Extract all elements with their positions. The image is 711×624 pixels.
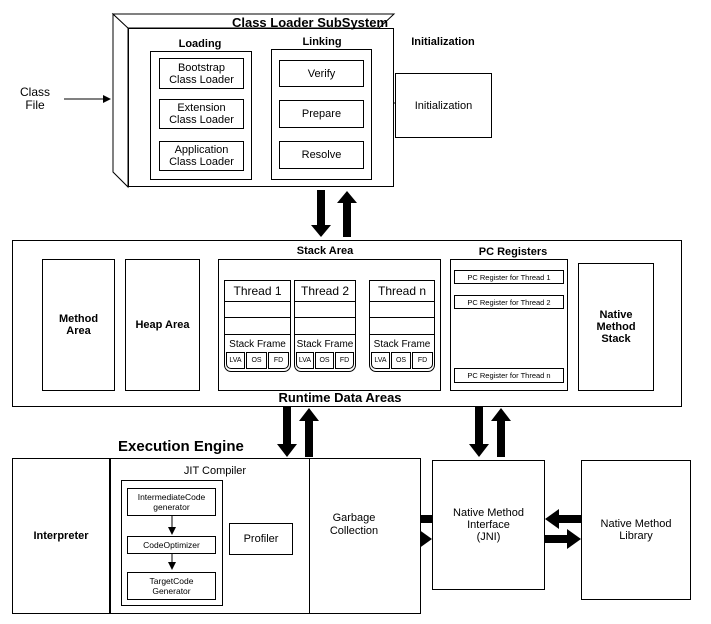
jni-library-arrows <box>545 509 581 549</box>
jit-compiler-title: JIT Compiler <box>183 465 247 477</box>
stack-frame-label: Stack Frame <box>229 339 286 350</box>
loading-title: Loading <box>178 38 222 50</box>
runtime-jni-arrows <box>469 407 511 457</box>
native-method-library: Native Method Library <box>581 460 691 600</box>
initialization-title: Initialization <box>411 36 475 48</box>
stack-divider <box>294 334 356 335</box>
initialization-box: Initialization <box>395 73 492 138</box>
stack-frame-label: Stack Frame <box>373 339 431 350</box>
class-file-label: Class File <box>19 85 50 112</box>
stack-divider <box>294 317 356 318</box>
stack-divider <box>369 317 435 318</box>
thread-1-label: Thread 1 <box>233 284 282 298</box>
native-method-interface-jni: Native Method Interface (JNI) <box>432 460 545 590</box>
fd-cell: FD <box>335 352 354 369</box>
stack-divider <box>224 301 291 302</box>
execution-engine-title: Execution Engine <box>118 438 244 455</box>
pc-register-thread-2: PC Register for Thread 2 <box>454 295 564 309</box>
loader-runtime-arrows <box>311 190 357 237</box>
pc-registers-title: PC Registers <box>478 246 548 258</box>
lva-cell: LVA <box>296 352 314 369</box>
intermediate-code-generator: IntermediateCode generator <box>127 488 216 516</box>
method-area: Method Area <box>42 259 115 391</box>
stack-frame-label: Stack Frame <box>296 339 354 350</box>
stack-divider <box>369 301 435 302</box>
thread-2-label: Thread 2 <box>300 284 350 298</box>
interpreter: Interpreter <box>12 458 110 614</box>
lva-cell: LVA <box>226 352 245 369</box>
application-class-loader: Application Class Loader <box>159 141 244 171</box>
fd-cell: FD <box>268 352 289 369</box>
class-loader-title: Class Loader SubSystem <box>231 15 389 30</box>
stack-divider <box>224 317 291 318</box>
pc-register-thread-1: PC Register for Thread 1 <box>454 270 564 284</box>
os-cell: OS <box>391 352 411 369</box>
thread-n-label: Thread n <box>377 284 427 298</box>
os-cell: OS <box>315 352 334 369</box>
bootstrap-class-loader: Bootstrap Class Loader <box>159 58 244 89</box>
pc-register-thread-n: PC Register for Thread n <box>454 368 564 383</box>
code-optimizer: CodeOptimizer <box>127 536 216 554</box>
extension-class-loader: Extension Class Loader <box>159 99 244 129</box>
os-cell: OS <box>246 352 267 369</box>
stack-divider <box>224 334 291 335</box>
runtime-execution-arrows <box>277 407 319 457</box>
resolve-step: Resolve <box>279 141 364 169</box>
stack-area-title: Stack Area <box>296 245 354 257</box>
native-method-stack: Native Method Stack <box>578 263 654 391</box>
stack-divider <box>369 334 435 335</box>
lva-cell: LVA <box>371 352 390 369</box>
prepare-step: Prepare <box>279 100 364 128</box>
fd-cell: FD <box>412 352 433 369</box>
linking-title: Linking <box>302 36 342 48</box>
heap-area: Heap Area <box>125 259 200 391</box>
stack-divider <box>294 301 356 302</box>
profiler: Profiler <box>229 523 293 555</box>
garbage-collection: Garbage Collection <box>329 512 379 537</box>
target-code-generator: TargetCode Generator <box>127 572 216 600</box>
verify-step: Verify <box>279 60 364 87</box>
runtime-title: Runtime Data Areas <box>278 390 402 405</box>
